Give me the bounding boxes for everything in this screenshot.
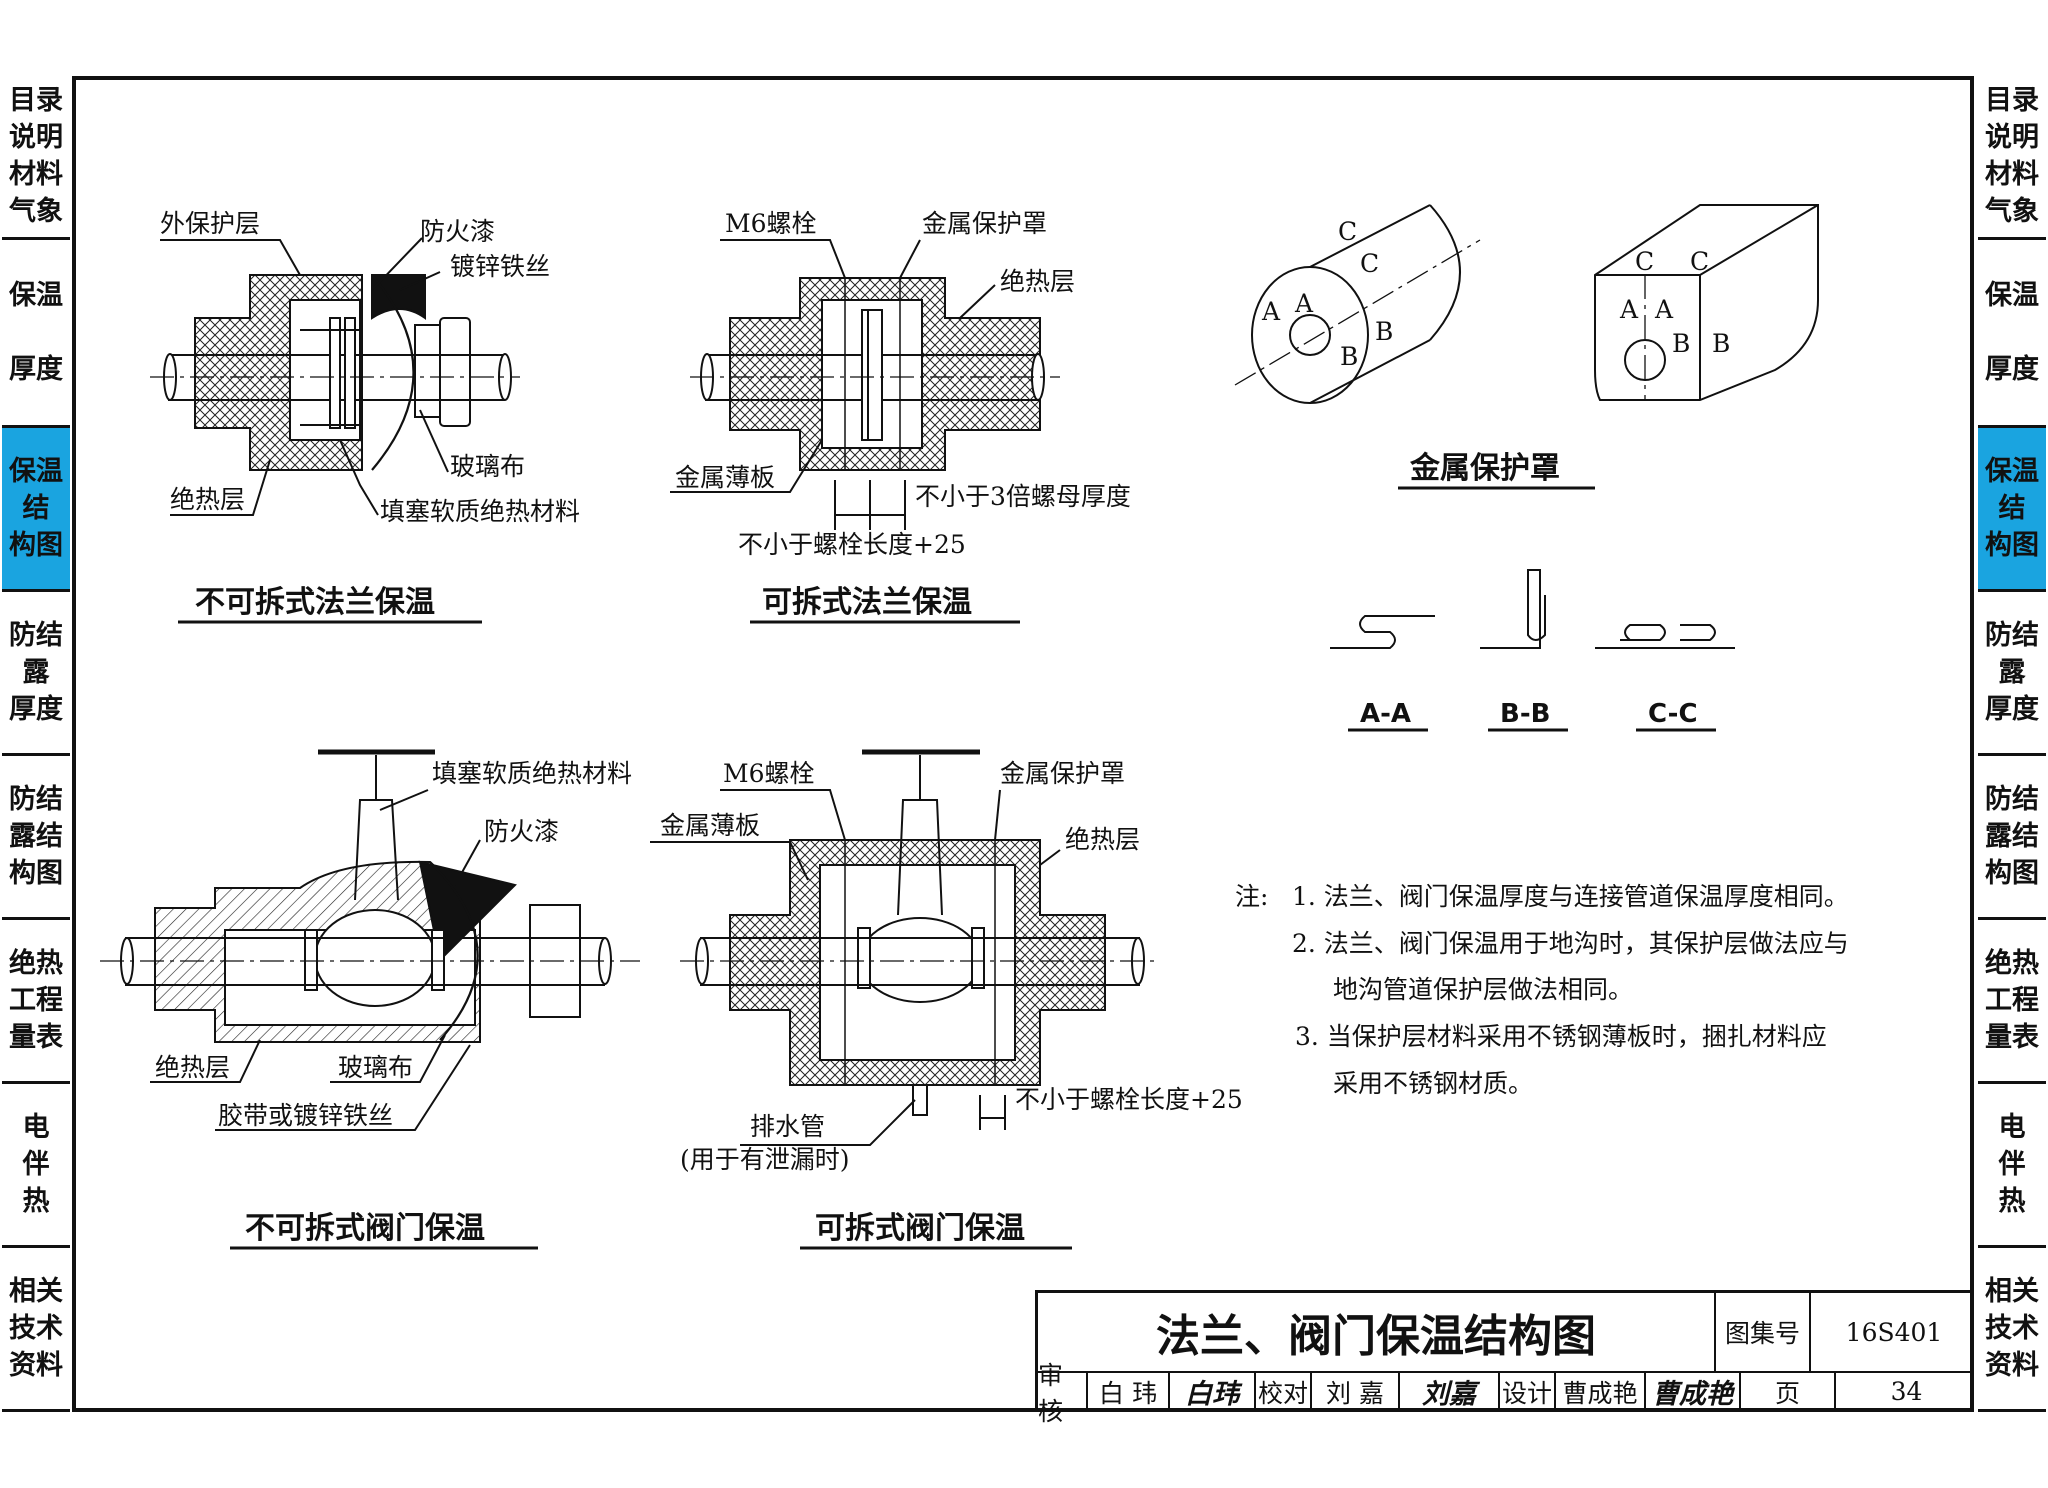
- nav-tab-electric-tracing[interactable]: 电 伴 热: [2, 1084, 70, 1249]
- mark-a: A: [1294, 289, 1314, 318]
- atlas-number: 16S401: [1845, 1317, 1943, 1347]
- note-line-1: 1. 法兰、阀门保温厚度与连接管道保温厚度相同。: [1292, 882, 1849, 911]
- label-metal-sheet: 金属薄板: [660, 811, 760, 840]
- note-line-5: 采用不锈钢材质。: [1333, 1069, 1533, 1098]
- designer-name: 曹成艳: [1556, 1371, 1646, 1412]
- mark-b: B: [1712, 329, 1730, 358]
- mark-c: C: [1338, 217, 1357, 246]
- right-nav-tabs: 目录 说明 材料 气象 保温 厚度 保温 结 构图 防结 露 厚度 防结 露结 …: [1978, 76, 2046, 1413]
- nav-tab-condensation-thickness[interactable]: 防结 露 厚度: [1978, 592, 2046, 757]
- label-drain-note: (用于有泄漏时): [680, 1145, 850, 1174]
- label-wire: 镀锌铁丝: [450, 252, 550, 281]
- nav-tab-condensation-structure[interactable]: 防结 露结 构图: [1978, 756, 2046, 921]
- nav-tab-contents[interactable]: 目录 说明 材料 气象: [1978, 76, 2046, 240]
- label-insulation: 绝热层: [1000, 267, 1075, 296]
- page-label: 页: [1741, 1371, 1836, 1412]
- nav-tab-insulation-thickness[interactable]: 保温 厚度: [1978, 240, 2046, 429]
- fixed-valve-diagram: [100, 749, 640, 1131]
- removable-flange-diagram: [670, 239, 1060, 530]
- caption-metal-cover: 金属保护罩: [1409, 451, 1560, 486]
- nav-tab-condensation-thickness[interactable]: 防结 露 厚度: [2, 592, 70, 757]
- label-bolt-length: 不小于螺栓长度+25: [1015, 1085, 1243, 1114]
- nav-tab-insulation-thickness[interactable]: 保温 厚度: [2, 240, 70, 429]
- note-line-4: 3. 当保护层材料采用不锈钢薄板时，捆扎材料应: [1295, 1022, 1827, 1051]
- label-drain-pipe: 排水管: [750, 1112, 825, 1141]
- notes-prefix: 注:: [1235, 882, 1268, 911]
- mark-b: B: [1672, 329, 1690, 358]
- caption-fixed-valve: 不可拆式阀门保温: [245, 1211, 485, 1246]
- nav-tab-quantity-table[interactable]: 绝热 工程 量表: [1978, 920, 2046, 1085]
- removable-valve-diagram: [650, 749, 1160, 1146]
- label-insulation: 绝热层: [1065, 825, 1140, 854]
- label-nut-thickness: 不小于3倍螺母厚度: [915, 482, 1131, 511]
- nav-tab-insulation-structure[interactable]: 保温 结 构图: [1978, 428, 2046, 593]
- drawing-frame: [72, 76, 1974, 1412]
- mark-c: C: [1635, 247, 1654, 276]
- fixed-flange-diagram: [150, 237, 520, 516]
- note-line-2: 2. 法兰、阀门保温用于地沟时，其保护层做法应与: [1292, 929, 1849, 958]
- label-glass-cloth: 玻璃布: [450, 452, 525, 481]
- nav-tab-related-docs[interactable]: 相关 技术 资料: [1978, 1248, 2046, 1413]
- label-m6-bolt: M6螺栓: [725, 209, 817, 238]
- label-fill-material: 填塞软质绝热材料: [432, 759, 632, 788]
- section-b-b: B-B: [1500, 699, 1550, 729]
- label-tape-wire: 胶带或镀锌铁丝: [218, 1101, 393, 1130]
- label-fire-paint: 防火漆: [484, 817, 559, 846]
- caption-fixed-flange: 不可拆式法兰保温: [195, 585, 435, 620]
- drawing-title: 法兰、阀门保温结构图: [1038, 1293, 1716, 1371]
- left-nav-tabs: 目录 说明 材料 气象 保温 厚度 保温 结 构图 防结 露 厚度 防结 露结 …: [2, 76, 70, 1413]
- label-metal-cover: 金属保护罩: [1000, 759, 1125, 788]
- reviewer-name: 白 玮: [1088, 1371, 1170, 1412]
- check-label: 校对: [1256, 1371, 1312, 1412]
- nav-tab-insulation-structure[interactable]: 保温 结 构图: [2, 428, 70, 593]
- mark-a: A: [1261, 297, 1281, 326]
- section-a-a: A-A: [1360, 699, 1411, 729]
- design-label: 设计: [1500, 1371, 1556, 1412]
- label-bolt-length: 不小于螺栓长度+25: [738, 530, 966, 559]
- label-metal-sheet: 金属薄板: [675, 463, 775, 492]
- mark-c: C: [1360, 249, 1379, 278]
- atlas-label: 图集号: [1716, 1293, 1811, 1371]
- page-number: 34: [1890, 1377, 1923, 1406]
- nav-tab-electric-tracing[interactable]: 电 伴 热: [1978, 1084, 2046, 1249]
- designer-signature: 曹成艳: [1646, 1371, 1741, 1412]
- checker-signature: 刘嘉: [1400, 1371, 1500, 1412]
- nav-tab-related-docs[interactable]: 相关 技术 资料: [2, 1248, 70, 1413]
- nav-tab-quantity-table[interactable]: 绝热 工程 量表: [2, 920, 70, 1085]
- mark-b: B: [1375, 317, 1393, 346]
- mark-c: C: [1690, 247, 1709, 276]
- label-m6-bolt: M6螺栓: [723, 759, 815, 788]
- label-insulation: 绝热层: [155, 1053, 230, 1082]
- title-block: 法兰、阀门保温结构图 图集号 16S401 审核 白 玮 白玮 校对 刘 嘉 刘…: [1035, 1290, 1974, 1426]
- metal-cover-diagram: [1234, 204, 1819, 649]
- caption-removable-flange: 可拆式法兰保温: [762, 585, 972, 620]
- note-line-3: 地沟管道保护层做法相同。: [1333, 975, 1633, 1004]
- mark-a: A: [1619, 295, 1639, 324]
- review-label: 审核: [1038, 1361, 1088, 1426]
- label-insulation: 绝热层: [170, 485, 245, 514]
- label-fire-paint: 防火漆: [420, 217, 495, 246]
- reviewer-signature: 白玮: [1170, 1371, 1256, 1412]
- mark-a: A: [1654, 295, 1674, 324]
- nav-tab-condensation-structure[interactable]: 防结 露结 构图: [2, 756, 70, 921]
- label-metal-cover: 金属保护罩: [922, 209, 1047, 238]
- caption-removable-valve: 可拆式阀门保温: [815, 1211, 1025, 1246]
- section-c-c: C-C: [1648, 699, 1698, 729]
- label-outer-layer: 外保护层: [160, 209, 260, 238]
- label-fill-material: 填塞软质绝热材料: [380, 497, 580, 526]
- nav-tab-contents[interactable]: 目录 说明 材料 气象: [2, 76, 70, 240]
- mark-b: B: [1340, 342, 1358, 371]
- checker-name: 刘 嘉: [1312, 1371, 1400, 1412]
- label-glass-cloth: 玻璃布: [338, 1053, 413, 1082]
